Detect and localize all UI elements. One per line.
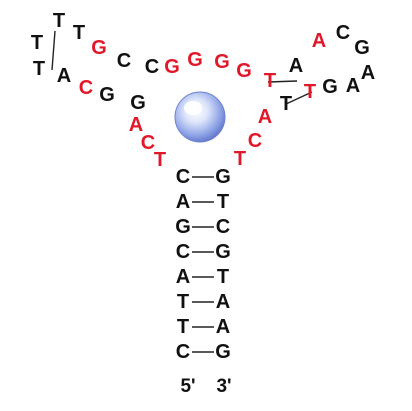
nucleotide-rh-1: T — [264, 70, 276, 92]
nucleotide-sr-2: T — [217, 191, 229, 213]
nucleotide-lh-5: T — [33, 58, 45, 80]
hairpin-pair-bond-right-2 — [285, 91, 313, 105]
nucleotide-lh-3: C — [79, 77, 93, 99]
nucleotide-rh-9: T — [304, 81, 316, 103]
nucleotide-rh-8: G — [322, 76, 338, 98]
target-molecule-sphere — [174, 91, 226, 143]
nucleotide-sr-1: G — [215, 166, 231, 188]
hairpin-pair-bond-left — [51, 30, 56, 71]
nucleotide-lh-7: T — [53, 10, 65, 32]
three-prime-label: 3' — [216, 376, 231, 397]
hairpin-pair-bond-right-1 — [267, 80, 298, 83]
nucleotide-rh-11: A — [258, 106, 272, 128]
nucleotide-lh-2: G — [99, 84, 115, 106]
nucleotide-lh-14: G — [214, 51, 230, 73]
nucleotide-lh-1: G — [130, 92, 146, 114]
nucleotide-rh-5: G — [354, 37, 370, 59]
nucleotide-sr-3: C — [216, 216, 230, 238]
nucleotide-lh-15: G — [236, 60, 252, 82]
nucleotide-lh-6: T — [31, 32, 43, 54]
nucleotide-ll-2: C — [141, 132, 155, 154]
nucleotide-sl-6: T — [177, 291, 189, 313]
nucleotide-sl-5: A — [176, 266, 190, 288]
nucleotide-lh-13: G — [187, 49, 203, 71]
nucleotide-rh-7: A — [346, 75, 360, 97]
nucleotide-rh-2: A — [289, 55, 303, 77]
nucleotide-sl-7: T — [177, 316, 189, 338]
nucleotide-rh-10: T — [280, 93, 292, 115]
nucleotide-sr-4: G — [215, 241, 231, 263]
nucleotide-lh-4: A — [57, 65, 71, 87]
nucleotide-rl-1: T — [234, 148, 246, 170]
nucleotide-lh-12: G — [164, 56, 180, 78]
nucleotide-sl-8: C — [176, 341, 190, 363]
nucleotide-lh-9: G — [91, 37, 107, 59]
nucleotide-sr-6: A — [216, 291, 230, 313]
nucleotide-sr-7: A — [216, 316, 230, 338]
nucleotide-lh-10: C — [117, 50, 131, 72]
nucleotide-sr-5: T — [217, 266, 229, 288]
five-prime-label: 5' — [180, 376, 195, 397]
nucleotide-rh-6: A — [361, 62, 375, 84]
nucleotide-ll-3: A — [129, 114, 143, 136]
nucleotide-ll-1: T — [154, 149, 166, 171]
nucleotide-sl-4: C — [176, 241, 190, 263]
nucleotide-rh-4: C — [336, 22, 350, 44]
nucleotide-lh-8: T — [73, 22, 85, 44]
nucleotide-rh-3: A — [312, 30, 326, 52]
nucleotide-sl-2: A — [176, 191, 190, 213]
base-pair-bonds — [51, 30, 313, 353]
nucleotide-lh-11: C — [145, 56, 159, 78]
nucleotide-rl-2: C — [248, 130, 262, 152]
nucleotide-sl-1: C — [176, 166, 190, 188]
nucleotide-sl-3: G — [175, 216, 191, 238]
sphere-highlight — [184, 101, 202, 115]
nucleotide-sr-8: G — [215, 341, 231, 363]
